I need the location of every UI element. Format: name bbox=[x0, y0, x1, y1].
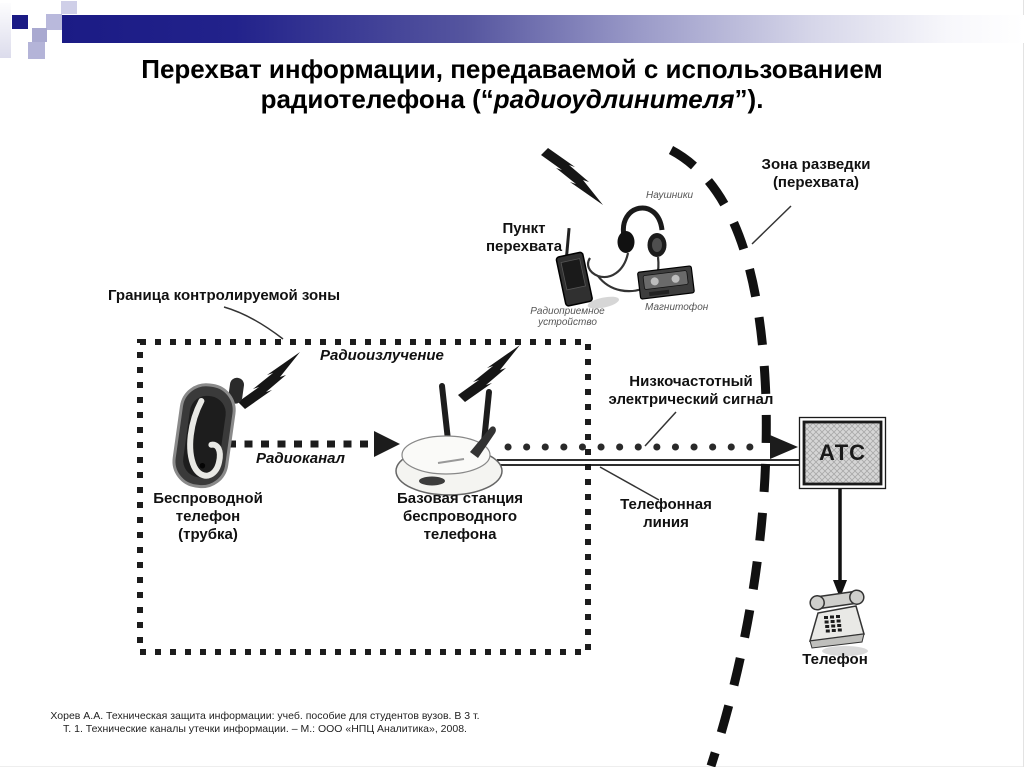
phone-label: Телефон bbox=[802, 651, 868, 668]
base-station-label: Базовая станция беспроводного телефона bbox=[396, 490, 524, 543]
pbx-box-icon bbox=[798, 416, 887, 490]
headphones-label: Наушники bbox=[646, 190, 694, 201]
page-title: Перехват информации, передаваемой с испо… bbox=[60, 54, 964, 114]
phone-line-leader-line bbox=[599, 466, 660, 501]
zone-label: Зона разведки (перехвата) bbox=[761, 156, 871, 191]
lf-signal-leader-line bbox=[644, 411, 677, 447]
title-line2-suffix: ”). bbox=[734, 84, 764, 114]
headphones-icon bbox=[617, 205, 667, 257]
title-line2: радиотелефона (“радиоудлинителя”). bbox=[60, 84, 964, 114]
boundary-label: Граница контролируемой зоны bbox=[108, 287, 341, 304]
header-gradient-bar bbox=[62, 15, 1024, 43]
lf-signal-dotted-arrow bbox=[504, 435, 798, 459]
radio-receiver-icon bbox=[555, 227, 620, 309]
deco-square-soft bbox=[28, 42, 45, 59]
citation: Хорев А.А. Техническая защита информации… bbox=[30, 710, 500, 736]
phone-line-label: Телефонная линия bbox=[620, 496, 712, 531]
recorder-label: Магнитофон bbox=[645, 302, 709, 313]
title-line2-prefix: радиотелефона (“ bbox=[260, 84, 494, 114]
deco-square-pale bbox=[61, 1, 77, 14]
title-line2-italic: радиоудлинителя bbox=[493, 84, 735, 114]
controlled-zone-border bbox=[137, 339, 591, 655]
radio-emission-label: Радиоизлучение bbox=[320, 347, 444, 364]
zone-leader-line bbox=[751, 205, 792, 245]
receiver-label: Радиоприемное устройство bbox=[530, 306, 605, 328]
pbx-to-phone-arrow bbox=[833, 489, 847, 598]
tape-recorder-icon bbox=[637, 265, 695, 300]
deco-square-light-column bbox=[0, 3, 11, 58]
title-line1: Перехват информации, передаваемой с испо… bbox=[141, 54, 883, 84]
base-station-icon bbox=[395, 383, 503, 496]
radio-channel-arrow bbox=[228, 431, 400, 457]
lightning-icon-handset bbox=[238, 352, 300, 409]
boundary-leader-line bbox=[223, 306, 284, 340]
deco-square-navy bbox=[12, 15, 28, 29]
citation-line1: Хорев А.А. Техническая защита информации… bbox=[50, 710, 480, 722]
desk-phone-icon bbox=[808, 589, 868, 656]
pbx-label: АТС bbox=[818, 440, 867, 465]
deco-square-medium bbox=[32, 28, 47, 42]
intercept-zone-boundary bbox=[668, 146, 771, 767]
radio-channel-label: Радиоканал bbox=[256, 450, 345, 467]
cordless-handset-icon bbox=[172, 377, 244, 489]
cordless-phone-label: Беспроводной телефон (трубка) bbox=[153, 490, 263, 543]
lf-signal-label: Низкочастотный электрический сигнал bbox=[608, 373, 774, 408]
deco-square-lavender bbox=[46, 14, 62, 30]
telephone-line bbox=[497, 459, 801, 466]
lightning-icon-intercept bbox=[541, 148, 603, 205]
intercept-point-label: Пункт перехвата bbox=[485, 220, 563, 255]
citation-line2: Т. 1. Технические каналы утечки информац… bbox=[63, 723, 467, 735]
